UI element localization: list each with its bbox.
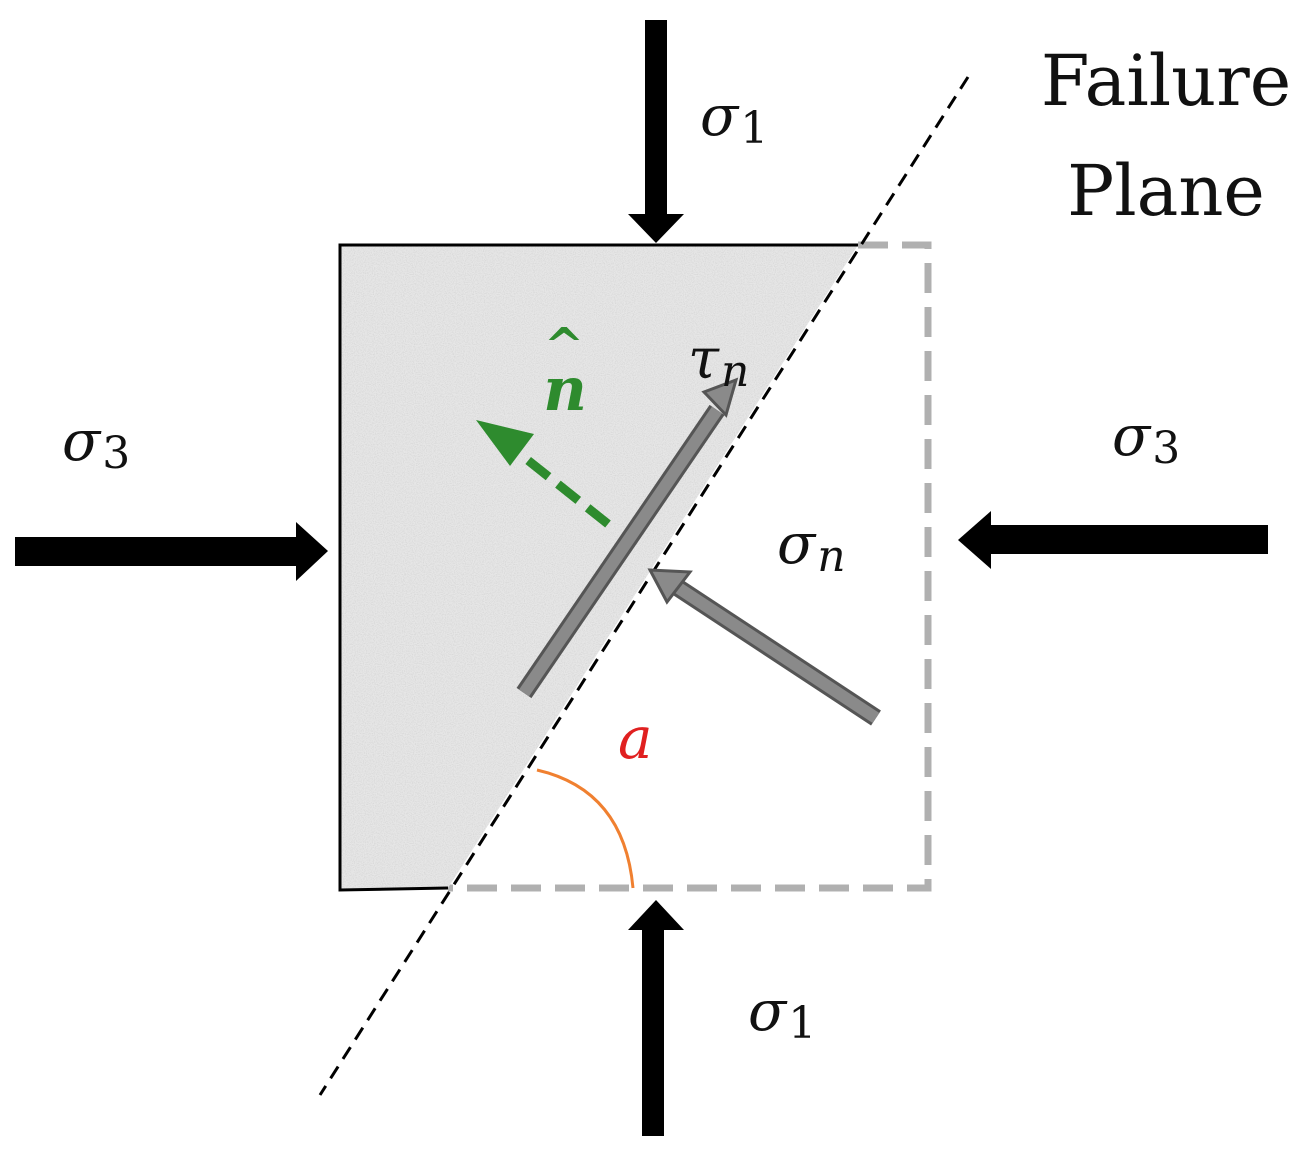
sigma1-top-arrow [628,20,684,243]
svg-text:Failure: Failure [1041,40,1291,122]
angle-label: a [618,704,653,772]
failure-plane-title: Failure Plane [1041,40,1291,232]
normal-vector-label: ^ n [543,318,587,425]
sigma3-right-arrow [958,511,1268,569]
sigma3-left-arrow [15,522,328,581]
svg-text:Plane: Plane [1067,150,1265,232]
sigma3-right-label: σ3 [1112,404,1180,474]
svg-text:n: n [543,355,587,425]
tau-n-label: τn [688,327,749,397]
sigma1-bottom-arrow [628,900,684,1136]
failure-plane-line [318,76,970,1096]
sigma3-left-label: σ3 [62,409,130,479]
removed-wedge-outline [448,241,932,892]
shear-stress-arrow [516,377,739,699]
sigma-n-label: σn [777,512,846,582]
angle-arc [536,768,635,889]
normal-stress-arrow [647,568,881,726]
svg-text:^: ^ [544,318,584,374]
sigma1-bottom-label: σ1 [748,979,816,1049]
sigma1-top-label: σ1 [700,84,768,154]
normal-vector-arrow [476,420,611,528]
